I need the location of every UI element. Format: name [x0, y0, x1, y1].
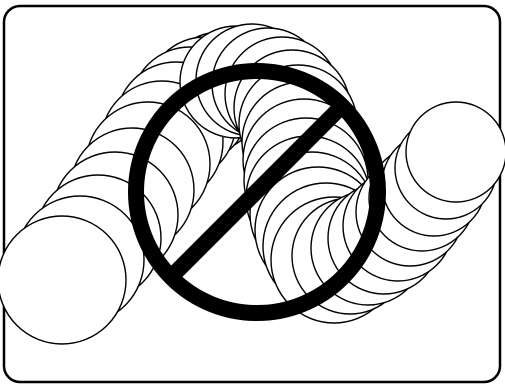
duct-ring [0, 216, 126, 344]
duct-ring [406, 102, 505, 202]
